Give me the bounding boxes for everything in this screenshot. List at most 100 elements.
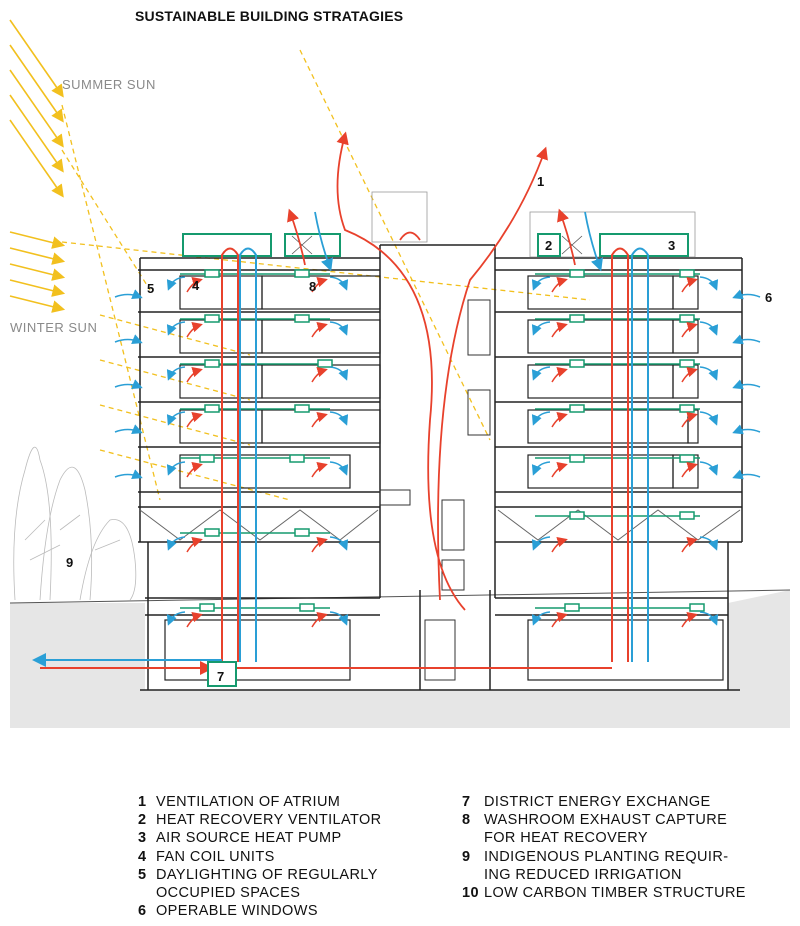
warm-air-arrow: [311, 322, 328, 338]
legend-number: 4: [138, 848, 147, 865]
cool-air-arrow: [699, 276, 719, 291]
energy-risers: [221, 247, 649, 662]
legend-left-column: 1 VENTILATION OF ATRIUM 2 HEAT RECOVERY VE…: [138, 793, 382, 920]
fan-coil-airflow-arrows: [166, 276, 719, 628]
legend-text: DAYLIGHTING OF REGULARLY OCCUPIED SPACES: [156, 866, 378, 902]
cool-air-arrow: [166, 536, 186, 551]
legend-text: DISTRICT ENERGY EXCHANGE: [484, 794, 711, 810]
winter-sun-dashed: [61, 241, 591, 501]
callout-6: 6: [765, 290, 772, 305]
warm-air-arrow: [681, 537, 698, 553]
cool-air-arrow: [166, 411, 186, 426]
warm-air-arrow: [186, 367, 203, 383]
warm-air-arrow: [186, 412, 203, 428]
legend-number: 1: [138, 794, 147, 810]
legend-number: 10: [462, 885, 479, 902]
warm-air-arrow: [186, 277, 203, 293]
callout-7: 7: [217, 669, 224, 684]
warm-air-arrow: [681, 462, 698, 478]
legend-item: 10 LOW CARBON TIMBER STRUCTURE: [462, 884, 746, 902]
warm-air-arrow: [551, 612, 568, 628]
legend-text: WASHROOM EXHAUST CAPTURE FOR HEAT RECOVE…: [484, 812, 728, 847]
legend-number: 5: [138, 866, 147, 883]
cool-air-arrow: [699, 411, 719, 426]
legend-number: 9: [462, 848, 471, 865]
warm-air-arrow: [551, 322, 568, 338]
callout-8: 8: [309, 279, 316, 294]
callout-5: 5: [147, 281, 154, 296]
hrv-air-arrows: [287, 208, 603, 272]
legend-item: 6 OPERABLE WINDOWS: [138, 902, 382, 920]
cool-air-arrow: [699, 366, 719, 381]
cool-air-arrow: [329, 461, 349, 476]
callout-3: 3: [668, 238, 675, 253]
warm-air-arrow: [186, 322, 203, 338]
legend-text: VENTILATION OF ATRIUM: [156, 794, 341, 810]
legend-number: 3: [138, 830, 147, 847]
grade-line: [9, 589, 791, 604]
district-energy-exchange-box: [207, 661, 237, 687]
cool-air-arrow: [329, 611, 349, 626]
warm-air-arrow: [681, 612, 698, 628]
timber-trusses: [139, 509, 741, 541]
legend-text: AIR SOURCE HEAT PUMP: [156, 830, 342, 847]
cool-air-arrow: [531, 276, 551, 291]
cool-air-arrow: [329, 536, 349, 551]
cool-air-arrow: [531, 611, 551, 626]
legend-item: 5 DAYLIGHTING OF REGULARLY OCCUPIED SPACE…: [138, 866, 382, 902]
winter-sun-rays: [9, 231, 66, 313]
legend-number: 6: [138, 903, 147, 920]
warm-air-arrow: [551, 537, 568, 553]
warm-air-arrow: [551, 367, 568, 383]
warm-air-arrow: [186, 462, 203, 478]
winter-sun-label: WINTER SUN: [10, 320, 98, 335]
cool-air-arrow: [699, 536, 719, 551]
warm-air-arrow: [311, 537, 328, 553]
legend-text: HEAT RECOVERY VENTILATOR: [156, 812, 382, 829]
cool-air-arrow: [531, 536, 551, 551]
building-section-diagram: 1 2 3 4 5 6 7 8 9: [9, 19, 791, 728]
legend-text: LOW CARBON TIMBER STRUCTURE: [484, 885, 746, 902]
cool-air-arrow: [531, 461, 551, 476]
legend-item: 1 VENTILATION OF ATRIUM: [138, 793, 382, 811]
legend-number: 2: [138, 812, 147, 829]
legend-item: 3 AIR SOURCE HEAT PUMP: [138, 829, 382, 847]
rooms: [164, 275, 724, 681]
cool-air-arrow: [329, 366, 349, 381]
warm-air-arrow: [551, 412, 568, 428]
fan-coil-units: [199, 269, 705, 612]
cool-air-arrow: [166, 366, 186, 381]
cool-air-arrow: [166, 461, 186, 476]
warm-air-arrow: [311, 462, 328, 478]
rooftop-equipment: [182, 233, 689, 257]
cool-air-arrow: [699, 321, 719, 336]
cool-air-arrow: [329, 276, 349, 291]
legend-item: 8 WASHROOM EXHAUST CAPTURE FOR HEAT RECOV…: [462, 811, 746, 847]
atrium-stairs: [379, 299, 491, 681]
trees: [13, 446, 137, 601]
ground: [10, 590, 790, 728]
legend-text: FAN COIL UNITS: [156, 848, 275, 865]
warm-air-arrow: [681, 277, 698, 293]
legend-number: 8: [462, 812, 471, 829]
legend-item: 4 FAN COIL UNITS: [138, 848, 382, 866]
summer-sun-rays: [9, 19, 64, 198]
warm-air-arrow: [681, 322, 698, 338]
window-airflow-arrows: [114, 289, 761, 480]
cool-air-arrow: [166, 321, 186, 336]
warm-air-arrow: [311, 612, 328, 628]
cool-air-arrow: [531, 321, 551, 336]
atrium-ventilation: [336, 131, 548, 611]
district-energy-lines: [32, 653, 612, 675]
cool-air-arrow: [166, 276, 186, 291]
warm-air-arrow: [311, 367, 328, 383]
cool-air-arrow: [329, 411, 349, 426]
callout-numbers: 1 2 3 4 5 6 7 8 9: [66, 174, 772, 684]
legend-text: OPERABLE WINDOWS: [156, 903, 318, 920]
heat-recovery-cross: [291, 235, 583, 255]
callout-4: 4: [192, 278, 200, 293]
warm-air-arrow: [681, 412, 698, 428]
